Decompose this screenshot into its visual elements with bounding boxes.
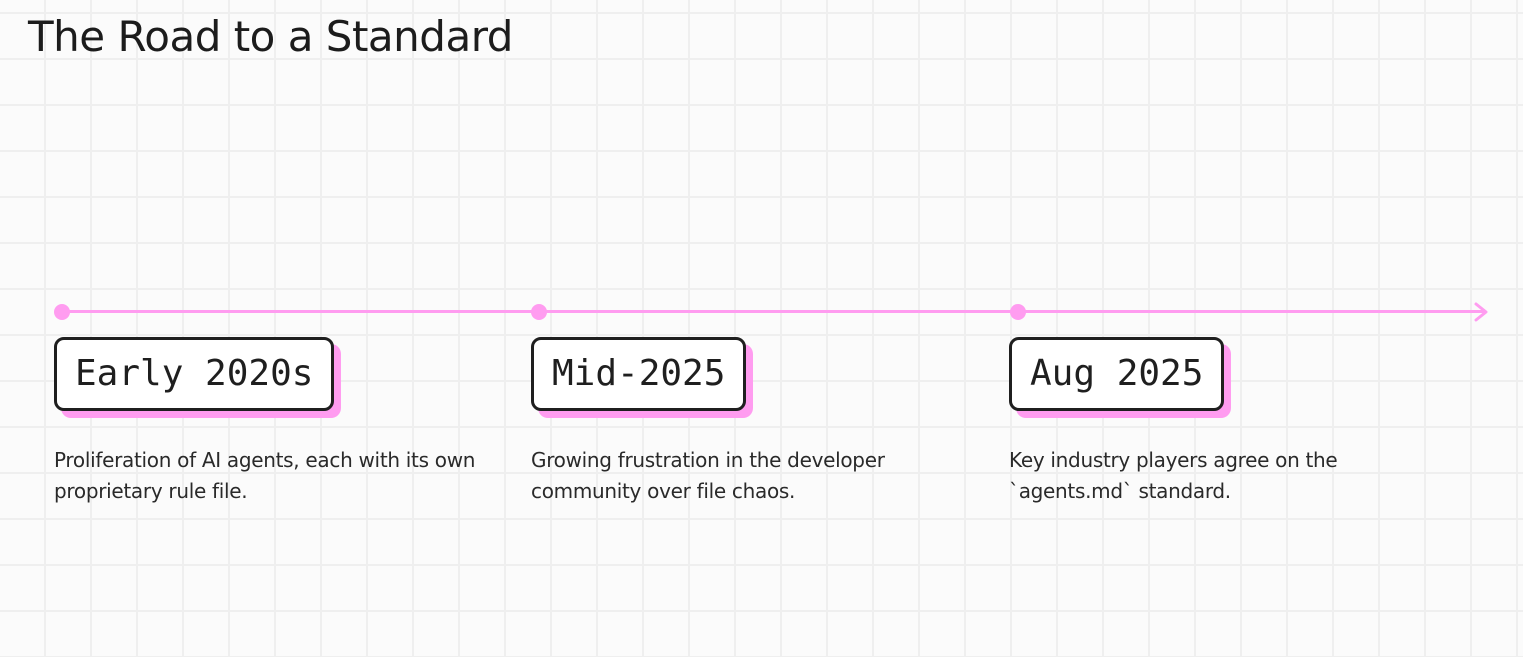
milestone-description: Proliferation of AI agents, each with it… [54,448,476,503]
arrow-right-icon [1474,302,1488,322]
timeline-axis [62,310,1484,313]
milestone-early-2020s: Early 2020s Proliferation of AI agents, … [54,337,475,503]
milestone-date-badge: Aug 2025 [1009,337,1225,411]
page-title: The Road to a Standard [28,12,513,61]
timeline-dot-1 [54,304,70,320]
milestone-aug-2025: Aug 2025 Key industry players agree on t… [1009,337,1338,503]
milestone-date-badge: Early 2020s [54,337,335,411]
milestone-description: Growing frustration in the developer com… [531,448,885,503]
timeline-dot-3 [1010,304,1026,320]
milestone-mid-2025: Mid-2025 Growing frustration in the deve… [531,337,885,503]
timeline-dot-2 [531,304,547,320]
milestone-date-badge: Mid-2025 [531,337,747,411]
milestone-description: Key industry players agree on the `agent… [1009,448,1338,503]
